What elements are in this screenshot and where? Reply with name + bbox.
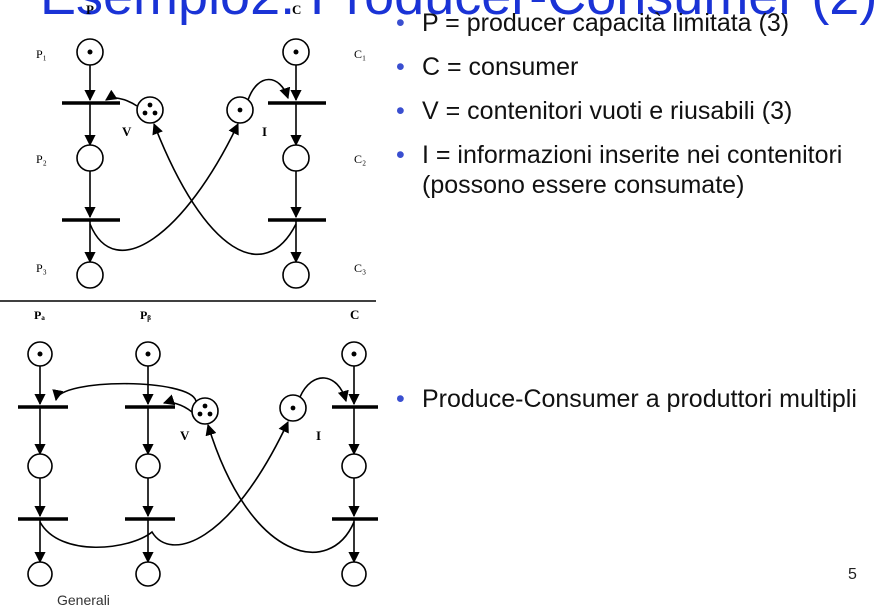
bullet-c: C = consumer xyxy=(392,52,885,82)
bullet-v: V = contenitori vuoti e riusabili (3) xyxy=(392,96,885,126)
label-c2: C₂ xyxy=(354,152,366,166)
place-p3 xyxy=(76,261,104,289)
label-c: C xyxy=(350,307,359,322)
bullet-p: P = producer capacità limitata (3) xyxy=(392,8,885,38)
label-pa: Pₐ xyxy=(34,308,45,322)
place-c3 xyxy=(282,261,310,289)
page-number: 5 xyxy=(848,566,857,583)
petri-net-single-producer: P C P₁ P₂ P₃ C₁ C₂ C₃ V I xyxy=(36,2,366,289)
label-pb: Pᵦ xyxy=(140,308,151,322)
label-p2: P₂ xyxy=(36,152,47,166)
label-i: I xyxy=(262,124,267,139)
petri-net-multiple-producers: Pₐ Pᵦ C V I xyxy=(0,300,378,587)
label-p: P xyxy=(86,2,94,17)
label-i: I xyxy=(316,428,321,443)
label-v: V xyxy=(122,124,132,139)
bullet-list-bottom: Produce-Consumer a produttori multipli xyxy=(392,384,872,414)
place-c2 xyxy=(282,144,310,172)
place-p2 xyxy=(76,144,104,172)
bullet-i: I = informazioni inserite nei contenitor… xyxy=(392,140,885,200)
label-p3: P₃ xyxy=(36,261,47,275)
footer-text: Generali xyxy=(57,592,110,608)
bullet-list-top: P = producer capacità limitata (3) C = c… xyxy=(392,8,885,214)
label-v: V xyxy=(180,428,190,443)
place-v xyxy=(136,96,164,124)
label-c3: C₃ xyxy=(354,261,366,275)
bullet-multi-producer: Produce-Consumer a produttori multipli xyxy=(392,384,872,414)
label-c1: C₁ xyxy=(354,47,366,61)
label-c: C xyxy=(292,2,301,17)
label-p1: P₁ xyxy=(36,47,47,61)
